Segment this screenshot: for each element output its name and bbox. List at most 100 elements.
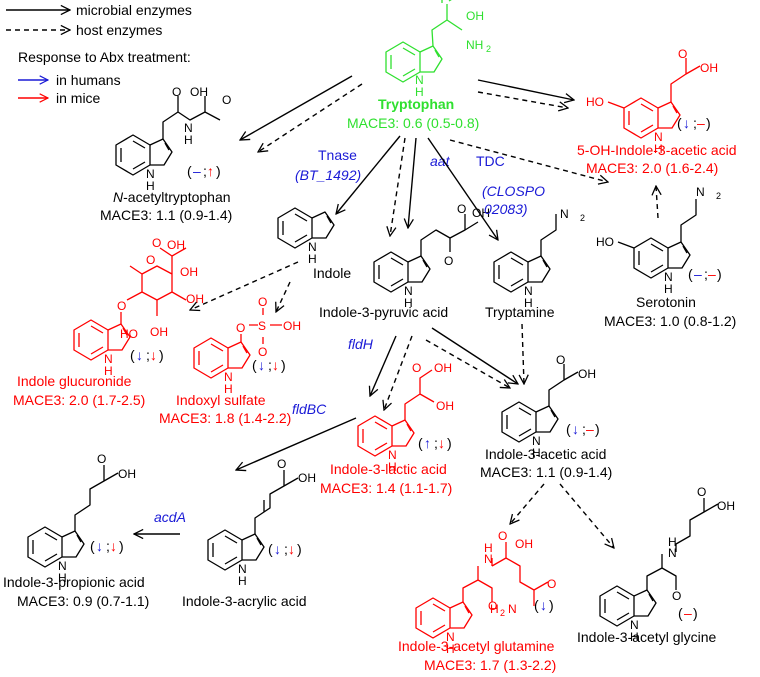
arrow-pyruvic-to-acetic-host	[425, 339, 510, 388]
atom-label: O	[152, 236, 161, 250]
indole-name: Indole	[313, 265, 351, 281]
atom-label: H	[446, 642, 455, 656]
resp-sep: ;	[434, 435, 438, 451]
atom-label: H	[532, 446, 541, 460]
atom-label: N	[104, 352, 113, 366]
arrow-trp-to-5oh	[477, 79, 574, 100]
atom-label: 2	[486, 44, 491, 54]
atom-label: OH	[466, 9, 484, 23]
indoxyl-structure: O S O O OH N H	[193, 295, 301, 396]
legend-host-label: host enzymes	[76, 22, 162, 38]
glucuronide-structure: O O O OH OH OH HO OH N H	[73, 236, 204, 378]
resp-paren: (	[130, 347, 135, 363]
atom-label: O	[457, 202, 466, 216]
atom-label: H	[146, 179, 155, 193]
arrow-acetic-to-glutamine	[510, 483, 545, 524]
resp-mouse: ↓	[110, 538, 117, 554]
atom-label: H	[224, 382, 233, 396]
acetyl-rest: -acetyltryptophan	[123, 189, 230, 205]
serotonin-name: Serotonin	[636, 294, 696, 310]
resp-mouse: ↑	[207, 163, 214, 179]
atom-label: H	[388, 460, 397, 474]
atom-label: H	[630, 630, 639, 644]
atom-label: O	[236, 321, 245, 335]
atom-label: H	[664, 282, 673, 296]
resp-paren: )	[159, 347, 164, 363]
resp-human: ↓	[258, 357, 265, 373]
indoxyl-name: Indoxyl sulfate	[176, 392, 266, 408]
atom-label: N	[696, 185, 705, 199]
atom-label: N	[560, 207, 569, 221]
arrow-pyruvic-to-lactic	[370, 335, 397, 396]
arrow-trp-to-acetyl-host	[258, 83, 363, 152]
arrow-pyruvic-to-acetic	[431, 327, 518, 384]
resp-mouse: –	[697, 115, 705, 131]
atom-label: N	[184, 121, 193, 135]
glutamine-name: Indole-3-acetyl glutamine	[398, 638, 555, 654]
atom-label: N	[508, 602, 517, 616]
glycine-name: Indole-3-acetyl glycine	[577, 629, 717, 645]
acetyltryptophan-response: ( – ; ↑ )	[187, 163, 221, 179]
resp-paren: (	[268, 541, 273, 557]
atom-label: H	[404, 296, 413, 310]
enzyme-aat: aat	[430, 153, 451, 169]
atom-label: N	[524, 284, 533, 298]
atom-label: NH	[466, 38, 483, 52]
atom-label: H	[308, 252, 317, 266]
propionic-response: ( ↓ ; ↓ )	[90, 538, 124, 554]
enzyme-clospo-2: 02083)	[484, 201, 528, 217]
acrylic-name: Indole-3-acrylic acid	[182, 593, 307, 609]
acetic-mace: MACE3: 1.1 (0.9-1.4)	[480, 464, 612, 480]
acetic-response: ( ↓ ; – )	[566, 421, 600, 437]
resp-mouse: –	[586, 421, 594, 437]
resp-sep: ;	[203, 163, 207, 179]
atom-label: H	[668, 535, 677, 549]
atom-label: OH	[436, 399, 454, 413]
enzyme-fldh: fldH	[348, 336, 374, 352]
arrow-lactic-to-acrylic	[236, 417, 357, 470]
atom-label: OH	[180, 265, 198, 279]
serotonin-response: ( – ; – )	[688, 266, 722, 282]
atom-label: H	[484, 541, 493, 555]
atom-label: OH	[434, 361, 452, 375]
atom-label: H	[490, 602, 499, 616]
atom-label: OH	[578, 367, 596, 381]
hydroxyindole-response: ( ↓ ; – )	[677, 115, 711, 131]
legend: microbial enzymes host enzymes Response …	[6, 2, 192, 106]
atom-label: 2	[500, 608, 505, 618]
resp-mouse: –	[708, 266, 716, 282]
tryptophan-mace: MACE3: 0.6 (0.5-0.8)	[347, 115, 479, 131]
enzyme-tnase: Tnase	[318, 147, 357, 163]
atom-label: OH	[717, 499, 735, 513]
arrow-trp-to-pyruvic-host	[390, 137, 406, 236]
resp-mouse: ↓	[288, 541, 295, 557]
atom-label: N	[532, 434, 541, 448]
resp-paren: (	[678, 605, 683, 621]
resp-paren: )	[447, 435, 452, 451]
acetyl-prefix: N	[113, 189, 124, 205]
resp-sep: ;	[268, 357, 272, 373]
resp-sep: ;	[146, 347, 150, 363]
atom-label: O	[146, 253, 155, 267]
hydroxyindole-name: 5-OH-Indole-3-acetic acid	[577, 142, 737, 158]
atom-label: H	[238, 574, 247, 588]
resp-paren: )	[119, 538, 124, 554]
resp-paren: )	[281, 357, 286, 373]
glucuronide-mace: MACE3: 2.0 (1.7-2.5)	[13, 392, 145, 408]
indoxyl-response: ( ↓ ; ↓ )	[252, 357, 286, 373]
resp-sep: ;	[106, 538, 110, 554]
arrow-trp-to-serotonin	[449, 139, 608, 182]
tryptamine-name: Tryptamine	[485, 304, 555, 320]
arrow-trp-to-tryptamine	[427, 137, 498, 240]
acetyltryptophan-name: N-acetyltryptophan	[113, 189, 231, 205]
resp-paren: (	[677, 115, 682, 131]
acetic-structure: O OH N H	[501, 353, 596, 460]
atom-label: HO	[120, 327, 138, 341]
atom-label: 2	[580, 213, 585, 223]
reaction-arrows	[134, 75, 658, 548]
lactic-name: Indole-3-lactic acid	[330, 461, 447, 477]
atom-label: O	[258, 345, 267, 359]
tryptamine-structure: N 2 N H	[493, 207, 585, 310]
resp-human: ↓	[274, 541, 281, 557]
atom-label: OH	[515, 537, 533, 551]
